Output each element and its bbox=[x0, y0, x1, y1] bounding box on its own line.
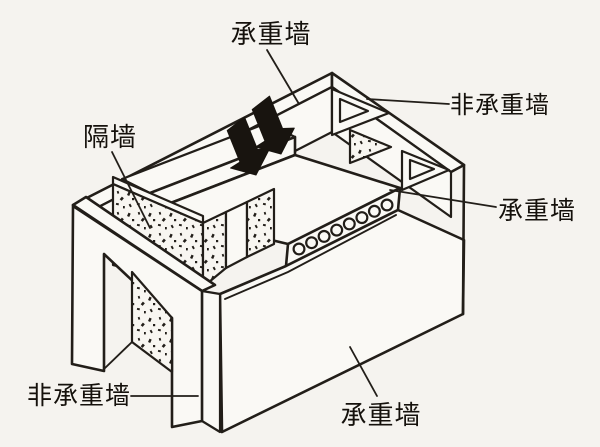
leader-load-bearing-bottom bbox=[349, 346, 378, 397]
leader-load-bearing-top bbox=[266, 49, 300, 105]
hollow-core-circles bbox=[292, 198, 394, 256]
interior-wall-opening-2-inner bbox=[408, 158, 436, 181]
building-drawing bbox=[70, 71, 466, 434]
interior-wall-stippled-triangle bbox=[348, 128, 393, 165]
load-arrow-icon bbox=[251, 95, 295, 155]
leader-load-bearing-right bbox=[389, 189, 497, 208]
label-load-bearing-wall-right: 承重墙 bbox=[498, 197, 576, 225]
label-partition-wall: 隔墙 bbox=[83, 123, 137, 152]
partition-wall-door-gap bbox=[224, 200, 249, 270]
corner-return-face bbox=[200, 289, 222, 434]
interior-wall-opening-1-inner bbox=[338, 97, 370, 124]
annotation-layer: 承重墙 非承重墙 隔墙 承重墙 非承重墙 承重墙 bbox=[27, 20, 576, 430]
interior-floor-line bbox=[103, 341, 133, 370]
partition-wall-end-right bbox=[245, 187, 276, 259]
label-load-bearing-wall-top: 承重墙 bbox=[230, 20, 311, 49]
partition-wall-end-left bbox=[201, 210, 228, 289]
label-non-load-bearing-wall-top-right: 非承重墙 bbox=[450, 92, 550, 119]
label-load-bearing-wall-bottom: 承重墙 bbox=[340, 401, 421, 430]
label-non-load-bearing-wall-bottom: 非承重墙 bbox=[27, 382, 131, 410]
interior-wall-through-door bbox=[130, 270, 174, 374]
leader-non-load-bearing-top-right bbox=[366, 98, 450, 105]
east-corner-edge bbox=[461, 163, 466, 316]
leader-partition-wall bbox=[111, 151, 151, 229]
front-right-wall-top-band bbox=[224, 214, 397, 300]
